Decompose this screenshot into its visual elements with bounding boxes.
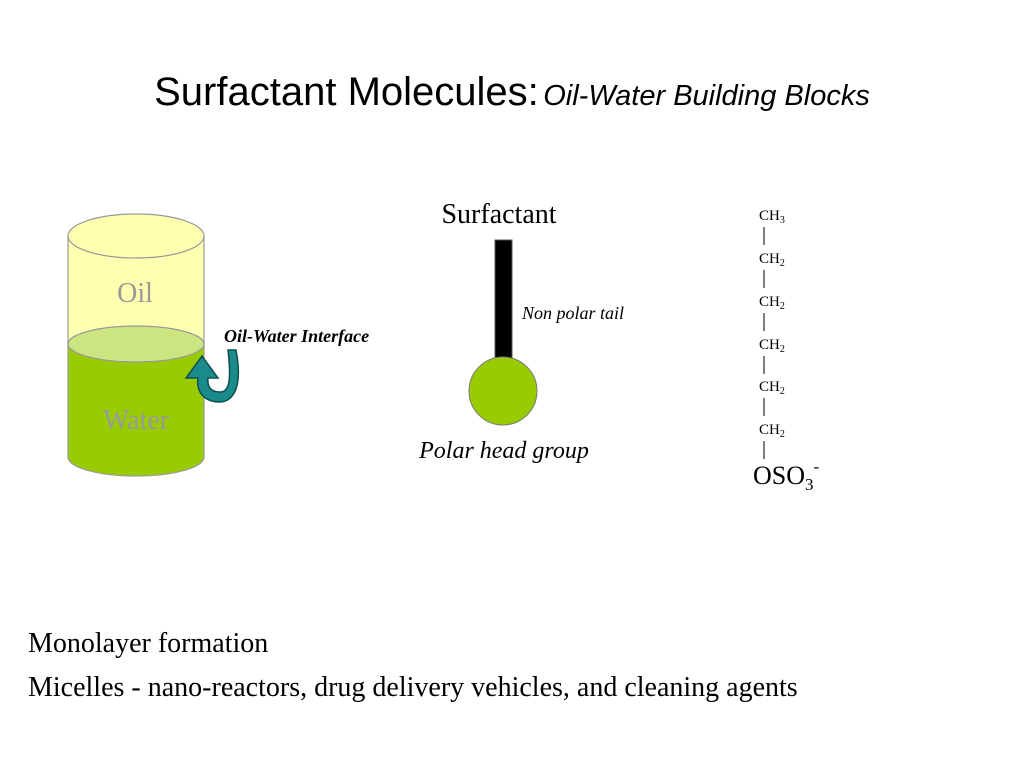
tail-label: Non polar tail [521,303,624,323]
surfactant-molecule: Surfactant Non polar tail Polar head gro… [418,199,624,464]
oil-label: Oil [117,278,153,309]
chain-group-1: CH3 [759,208,785,226]
bottom-text: Monolayer formation Micelles - nano-reac… [28,622,798,710]
chemical-chain: CH3 CH2 CH2 CH2 CH2 CH2 OSO3- [753,208,820,494]
chain-group-6: CH2 [759,422,785,440]
water-label: Water [103,405,170,436]
oil-top-surface [67,213,205,259]
interface-label: Oil-Water Interface [224,326,369,346]
nonpolar-tail [494,239,513,365]
interface-surface [67,325,205,363]
surfactant-title: Surfactant [441,199,556,230]
oil-body [68,236,204,344]
chain-group-2: CH2 [759,251,785,269]
chain-terminal-group: OSO3- [753,457,820,494]
chain-group-3: CH2 [759,294,785,312]
polar-head [468,356,538,426]
oil-water-container: Oil Water [67,213,205,477]
bottom-line-2: Micelles - nano-reactors, drug delivery … [28,672,798,703]
head-label: Polar head group [418,438,589,464]
bottom-line-1: Monolayer formation [28,628,269,659]
water-body [67,343,205,477]
chain-group-4: CH2 [759,337,785,355]
slide-title: Surfactant Molecules: Oil-Water Building… [0,70,1024,115]
title-main: Surfactant Molecules: [154,70,539,114]
title-subtitle: Oil-Water Building Blocks [543,80,870,112]
interface-arrow-icon [184,349,240,403]
chain-group-5: CH2 [759,379,785,397]
